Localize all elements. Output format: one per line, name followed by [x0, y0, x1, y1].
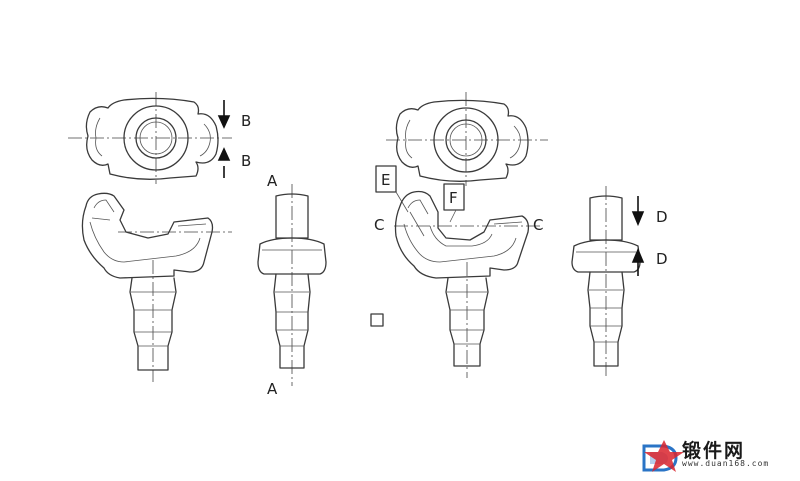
- watermark-url: www.duan168.com: [682, 459, 770, 468]
- label-d-top: D: [656, 208, 668, 226]
- label-a-bottom: A: [267, 380, 278, 398]
- label-c-left: C: [374, 216, 384, 234]
- label-e: E: [381, 171, 390, 189]
- label-d-bottom: D: [656, 250, 668, 268]
- watermark-name: 锻件网: [682, 440, 746, 462]
- label-c-right: C: [533, 216, 543, 234]
- top-view-left: [68, 92, 232, 184]
- label-f: F: [449, 189, 458, 207]
- small-square: [370, 313, 384, 327]
- label-b-top: B: [241, 112, 251, 130]
- callout-e-box: [375, 165, 397, 193]
- label-b-bottom: B: [241, 152, 251, 170]
- front-view-left: [81, 192, 232, 382]
- side-view-left: [257, 184, 327, 386]
- b-arrows: [217, 100, 231, 178]
- label-a-top: A: [267, 172, 278, 190]
- side-view-right: [571, 186, 641, 378]
- watermark: 锻件网 www.duan168.com: [634, 436, 790, 472]
- d-arrows: [631, 196, 645, 276]
- callout-f-box: [443, 183, 465, 211]
- front-view-right: [394, 190, 540, 378]
- top-view-right: [386, 92, 548, 186]
- watermark-logo-icon: [642, 440, 684, 472]
